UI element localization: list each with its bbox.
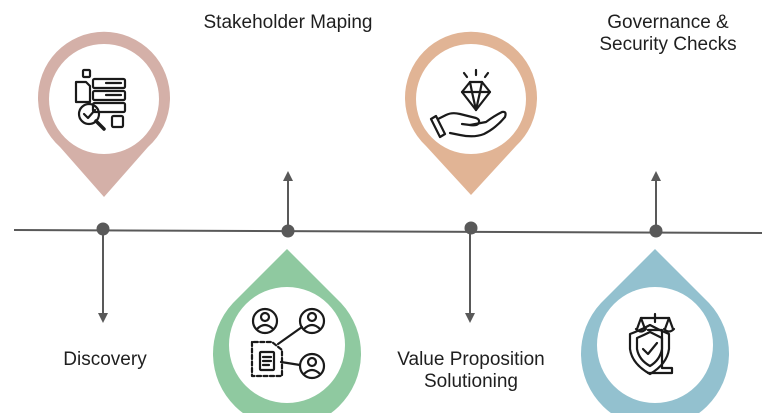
pin-governance — [581, 249, 729, 413]
pin-stakeholder — [213, 249, 361, 413]
diamond-hand-icon — [429, 68, 507, 139]
label-line: Discovery — [63, 349, 147, 370]
timeline-axis — [13, 229, 763, 234]
people-network-icon — [250, 307, 326, 380]
document-search-icon — [74, 68, 127, 131]
label-line: Stakeholder Maping — [203, 12, 373, 33]
label-value-proposition: Value Proposition Solutioning — [378, 349, 564, 393]
pin-value — [405, 31, 537, 195]
shield-scales-icon — [628, 312, 676, 376]
pin-discovery — [38, 31, 170, 197]
timeline-node-stakeholder — [281, 224, 295, 238]
label-governance-security: Governance & Security Checks — [582, 12, 754, 56]
timeline-node-discovery — [96, 222, 110, 236]
label-line: Value Proposition — [397, 349, 545, 370]
label-line: Security Checks — [599, 34, 737, 55]
timeline-node-value — [464, 221, 478, 235]
label-line: Solutioning — [423, 371, 519, 392]
timeline-node-governance — [649, 224, 663, 238]
label-discovery: Discovery — [50, 349, 160, 371]
label-line: Governance & — [607, 12, 729, 33]
label-stakeholder-maping: Stakeholder Maping — [186, 12, 390, 34]
